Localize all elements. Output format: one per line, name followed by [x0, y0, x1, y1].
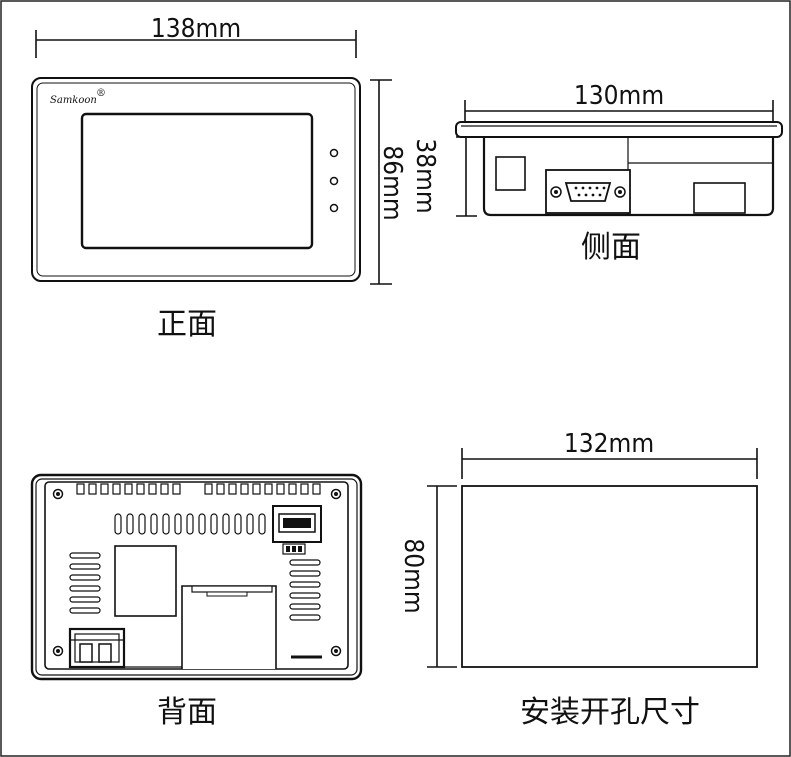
back-view: 背面	[30, 473, 363, 730]
cutout-height-label: 80mm	[398, 538, 428, 613]
front-indicator-led	[329, 148, 339, 158]
front-brand-mark: ®	[96, 88, 106, 99]
side-bezel-flange	[455, 121, 783, 138]
front-height-label: 86mm	[377, 145, 407, 220]
back-left-vents	[69, 552, 101, 614]
front-caption: 正面	[157, 307, 217, 342]
cutout-width-label: 132mm	[564, 429, 654, 459]
back-caption: 背面	[157, 695, 217, 730]
back-top-tabs	[76, 483, 321, 495]
side-view: 130mm 38mm 侧面	[410, 81, 783, 265]
front-width-label: 138mm	[151, 14, 241, 44]
back-screws	[52, 488, 342, 657]
front-brand-logo: Samkoon	[50, 95, 97, 106]
side-depth-label: 38mm	[410, 138, 440, 213]
side-caption: 侧面	[581, 230, 641, 265]
back-vent-slots	[114, 513, 266, 535]
front-screen	[80, 112, 314, 250]
back-label-plate	[114, 545, 177, 617]
cutout-view: 132mm 80mm 安装开孔尺寸	[398, 429, 758, 730]
back-right-vents	[289, 559, 321, 621]
cutout-rectangle	[461, 485, 758, 668]
front-indicator-led	[329, 176, 339, 186]
cutout-caption: 安装开孔尺寸	[520, 695, 700, 730]
front-indicator-led	[329, 203, 339, 213]
side-width-label: 130mm	[574, 81, 664, 111]
side-db9-connector	[564, 182, 612, 202]
back-cover	[181, 585, 277, 669]
side-port-left	[495, 156, 526, 191]
front-view: 138mm Samkoon ® 86mm 正面	[31, 14, 407, 342]
side-port-right	[693, 182, 746, 214]
